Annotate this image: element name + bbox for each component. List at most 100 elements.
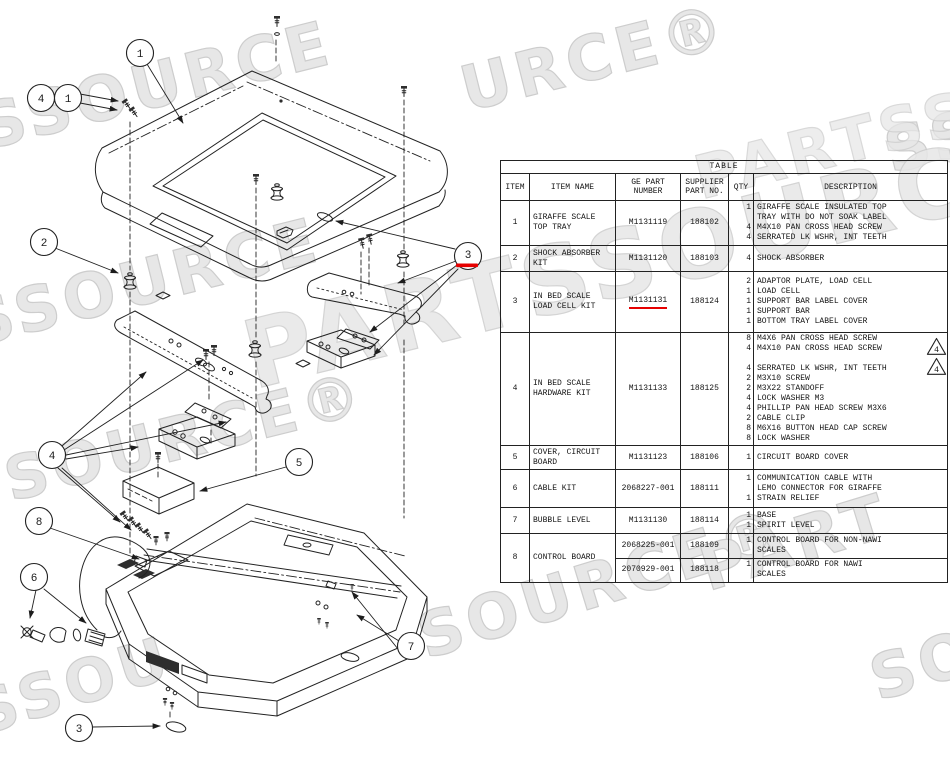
qty-line-value: 1 [746, 493, 751, 503]
assembly-centerlines [129, 39, 405, 557]
cell-supplier-part-number: 188118 [681, 558, 729, 582]
qty-line-value: 1 [746, 203, 751, 212]
parts-table: TABLE ITEM ITEM NAME GE PART NUMBER SUPP… [500, 160, 948, 583]
description-line: SUPPORT BAR [757, 307, 810, 316]
cell-item-name: CONTROL BOARD [530, 534, 616, 582]
cell-item-name: IN BED SCALE HARDWARE KIT [530, 333, 616, 445]
cell-ge-part-number: 2068225-001 [616, 534, 681, 558]
qty-line-value: 2 [746, 374, 751, 383]
cell-item-number: 7 [501, 508, 530, 533]
cell-item-name: BUBBLE LEVEL [530, 508, 616, 533]
cell-supplier-part-number: 188106 [681, 446, 729, 469]
cell-description: CIRCUIT BOARD COVER [754, 446, 947, 469]
qty-line-value: 1 [746, 473, 751, 483]
description-lines: SHOCK ABSORBER [754, 246, 947, 271]
qty-line-value: 2 [746, 384, 751, 393]
leader-lines [28, 63, 459, 729]
svg-text:6: 6 [31, 573, 38, 585]
qty-lines: 1 [729, 559, 753, 583]
qty-line-value: 1 [746, 535, 751, 545]
qty-line-value: 4 [746, 253, 751, 263]
description-line: M4X6 PAN CROSS HEAD SCREW [757, 334, 878, 343]
qty-line-value: 1 [746, 510, 751, 520]
cell-qty: 1 [729, 534, 754, 558]
qty-lines: 1 [729, 534, 753, 558]
svg-text:5: 5 [296, 458, 303, 470]
callout-balloon-3-bottom: 3 [64, 713, 94, 743]
qty-line-value [729, 354, 753, 364]
circuit-board-cover-part [122, 466, 195, 515]
description-line: SHOCK ABSORBER [757, 253, 825, 263]
description-line: M3X22 STANDOFF [757, 384, 825, 393]
ge-part-number: 2068227-001 [621, 483, 675, 493]
description-line: PHILLIP PAN HEAD SCREW M3X6 [757, 404, 887, 413]
qty-line-value: 2 [746, 277, 751, 286]
support-bar-left [114, 310, 272, 414]
ge-part-number: 2070929-001 [621, 565, 675, 575]
description-line: BASE [757, 510, 777, 520]
cell-qty: 4 [729, 246, 754, 271]
table-header-row: ITEM ITEM NAME GE PART NUMBER SUPPLIER P… [501, 174, 947, 201]
cell-item-name: SHOCK ABSORBER KIT [530, 246, 616, 271]
top-tray-part [94, 70, 448, 282]
description-line: GIRAFFE SCALE INSULATED TOP [757, 203, 887, 212]
cell-ge-part-number: M1131119 [616, 201, 681, 245]
svg-text:3: 3 [76, 724, 83, 736]
svg-text:7: 7 [408, 642, 415, 654]
cell-ge-part-number: M1131120 [616, 246, 681, 271]
svg-text:2: 2 [41, 238, 48, 250]
cell-item-name: CABLE KIT [530, 470, 616, 507]
qty-line-value: 4 [746, 233, 751, 242]
cell-ge-part-number: M1131133 [616, 333, 681, 445]
qty-line-value: 4 [746, 223, 751, 232]
bottom-tray-label-part [165, 711, 187, 733]
description-line: LEMO CONNECTOR FOR GIRAFFE [757, 483, 882, 493]
warning-triangle-icon: 4 [926, 357, 947, 376]
description-line: CONTROL BOARD FOR NAWI [757, 560, 863, 570]
description-line: ADAPTOR PLATE, LOAD CELL [757, 277, 873, 286]
svg-text:1: 1 [65, 94, 72, 106]
base-frame-part [105, 503, 428, 717]
qty-line-value: 4 [746, 364, 751, 373]
qty-line-value: 4 [746, 394, 751, 403]
screw-hardware [119, 15, 408, 710]
cell-item-number: 4 [501, 333, 530, 445]
svg-text:4: 4 [38, 94, 45, 106]
description-line: M3X10 SCREW [757, 374, 810, 383]
ge-part-number: M1131119 [628, 218, 668, 227]
callout-balloon-3-right: 3 [453, 241, 483, 271]
callout-balloon-4-mid: 4 [37, 440, 67, 470]
qty-line-value: 2 [746, 414, 751, 423]
description-line: CABLE CLIP [757, 414, 806, 423]
qty-line-value: 1 [746, 560, 751, 570]
qty-line-value: 8 [746, 424, 751, 433]
qty-line-value: 8 [746, 334, 751, 343]
cell-ge-part-number: 2068227-001 [616, 470, 681, 507]
cell-supplier-part-number: 188109 [681, 534, 729, 558]
cell-item-name: GIRAFFE SCALE TOP TRAY [530, 201, 616, 245]
description-line: M4X10 PAN CROSS HEAD SCREW [757, 223, 882, 232]
